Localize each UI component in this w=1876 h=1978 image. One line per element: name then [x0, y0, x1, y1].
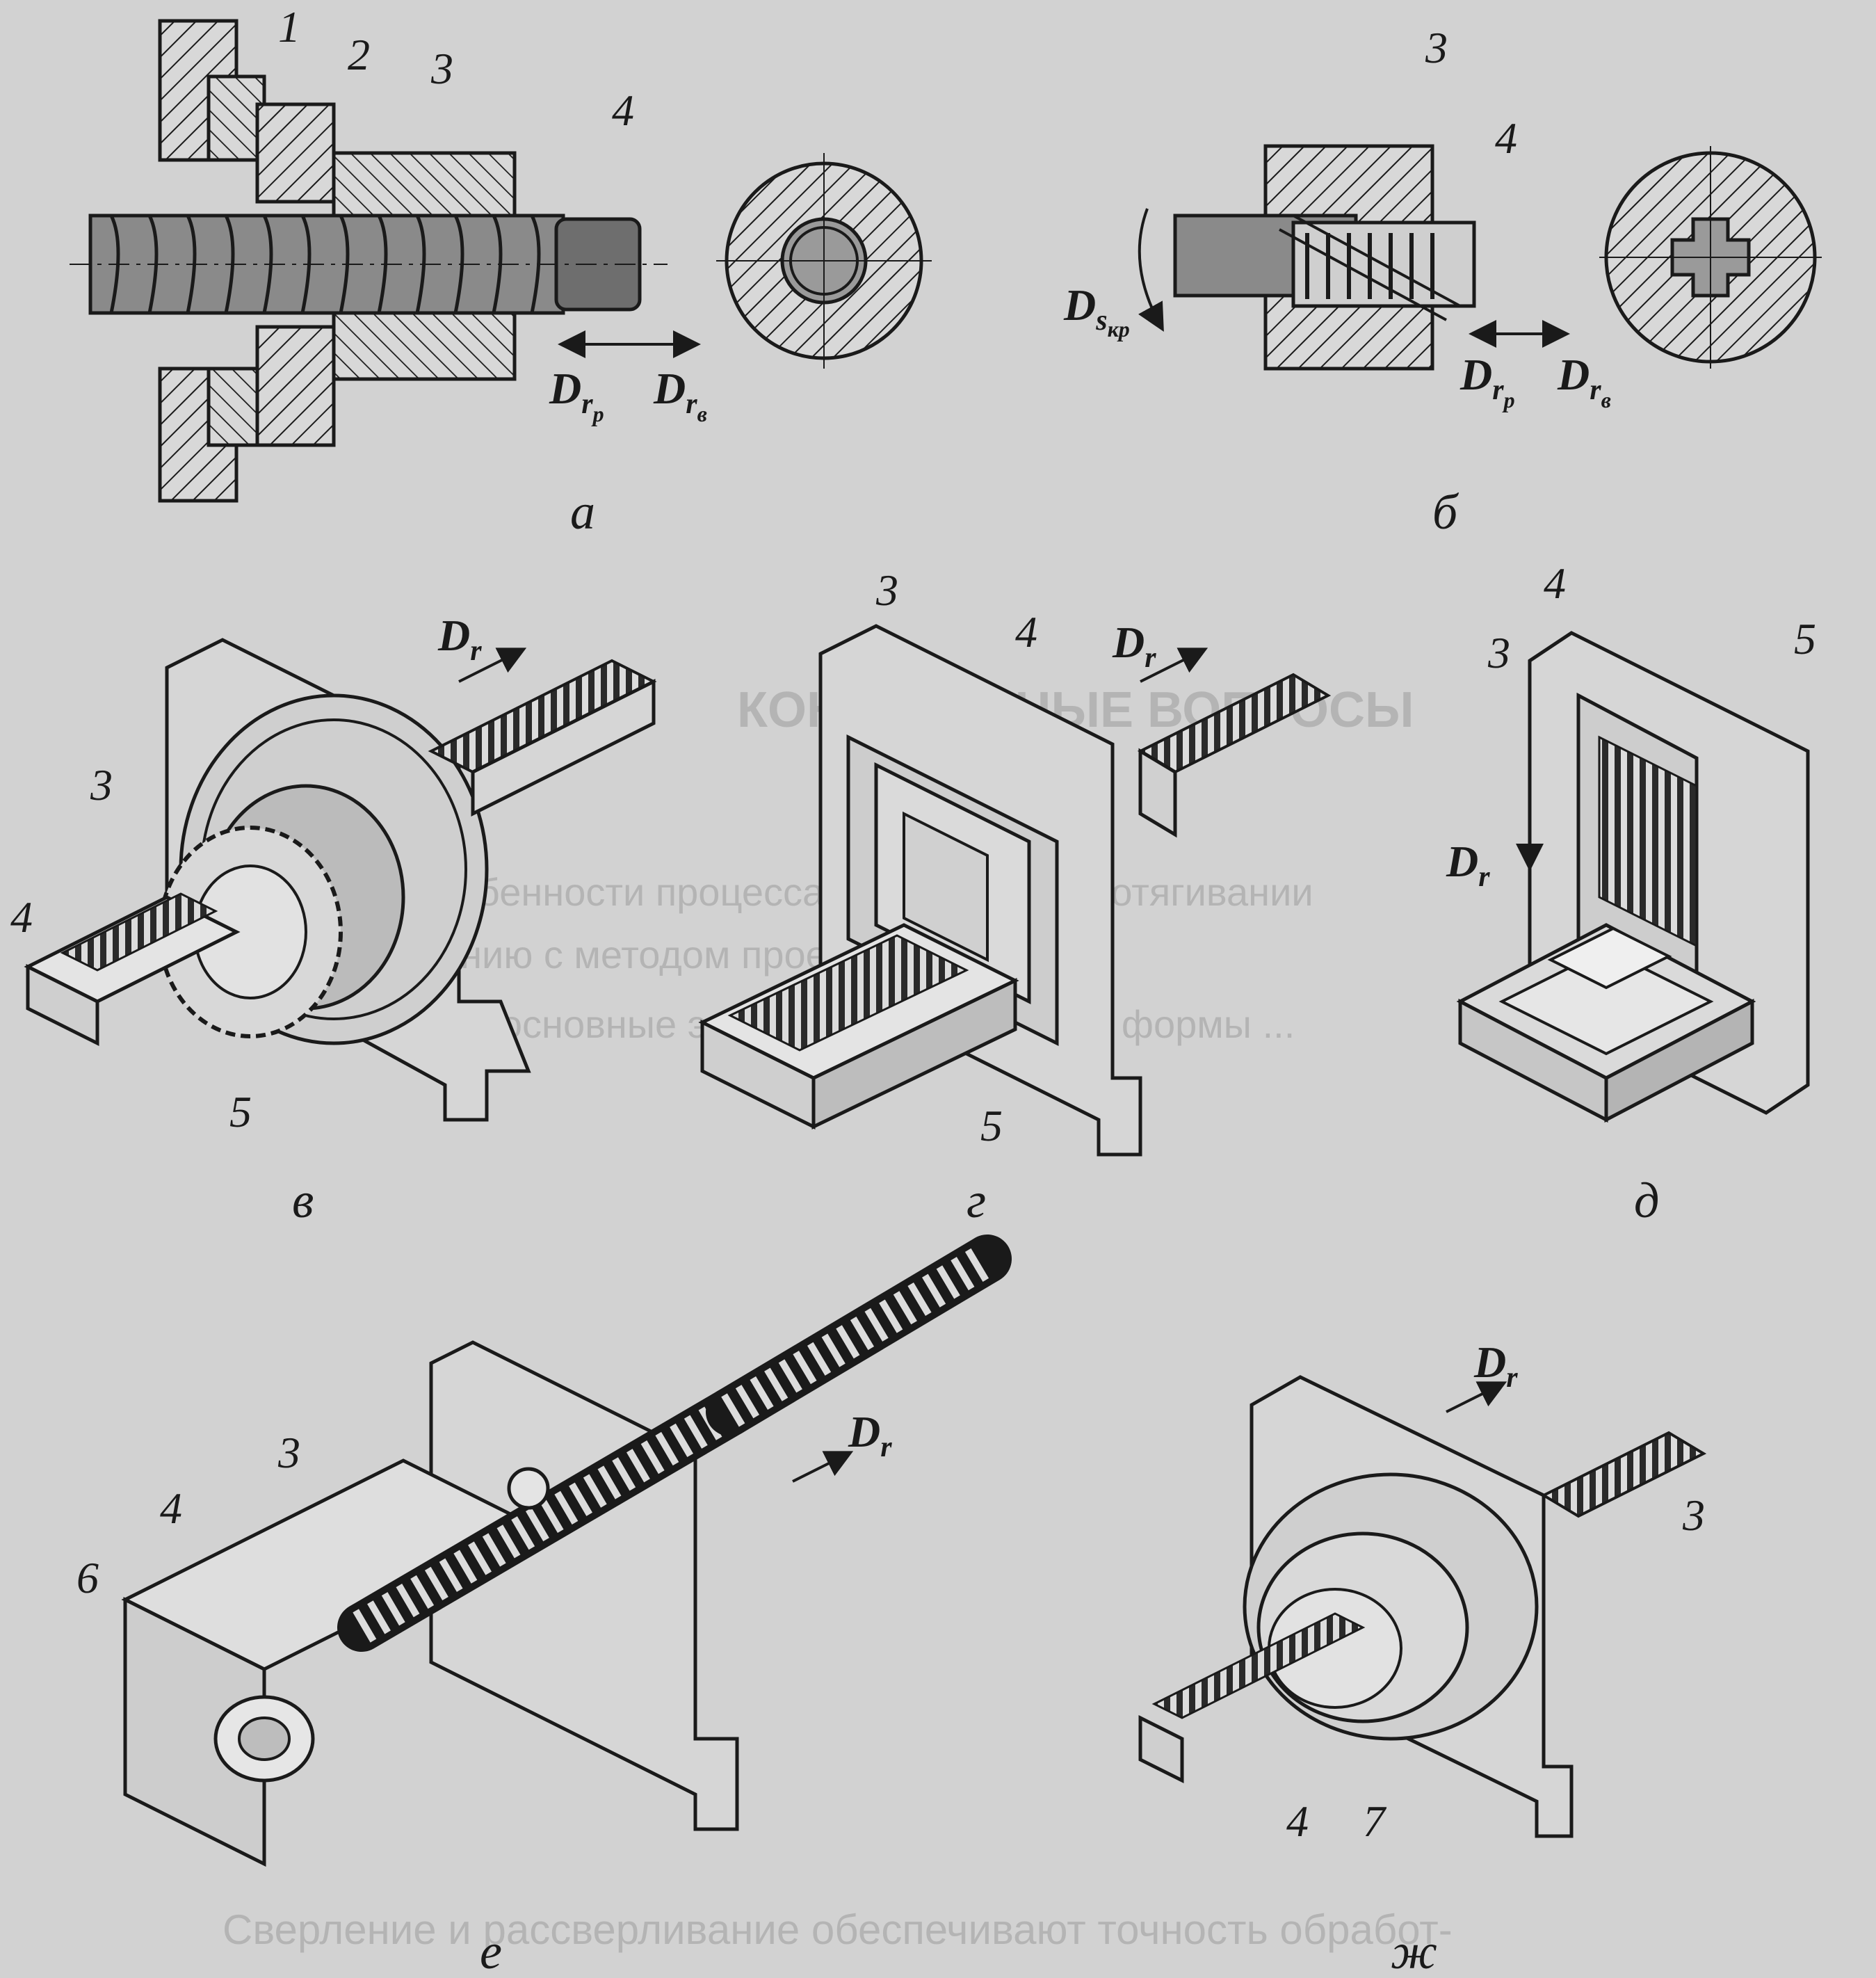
callout-1: 1 [278, 2, 300, 51]
callout-3-zh: 3 [1682, 1490, 1705, 1540]
callouts: 1 2 3 4 3 4 3 4 5 3 4 5 4 3 5 3 4 6 3 4 … [10, 2, 1816, 1846]
label-Dr-v-a: Drв [653, 364, 707, 426]
callout-3: 3 [430, 44, 453, 93]
callout-4: 4 [612, 86, 634, 135]
callout-4-v: 4 [10, 892, 33, 942]
callout-4-d: 4 [1544, 558, 1566, 608]
panel-letter-zh: ж [1391, 1924, 1437, 1978]
label-Dr-g: Dr [1112, 618, 1156, 674]
panel-letter-g: г [967, 1173, 986, 1228]
callout-7-zh: 7 [1363, 1796, 1387, 1846]
panel-b-helical-broaching [1138, 144, 1822, 371]
motion-labels: Drр Drв Dsкр Drр Drв Dr Dr Dr Dr Dr [437, 280, 1611, 1463]
label-Dr-p-b: Drр [1459, 350, 1515, 412]
panel-letter-v: в [292, 1173, 314, 1228]
callout-5-v: 5 [229, 1087, 252, 1136]
panel-letter-d: д [1634, 1173, 1659, 1228]
panel-v-gear-broaching [24, 638, 657, 1122]
label-Dr-p-a: Drр [549, 364, 604, 426]
label-Ds-kr-b: Dsкр [1063, 280, 1130, 341]
callout-5-g: 5 [980, 1101, 1003, 1150]
panel-letter-b: б [1432, 484, 1459, 540]
label-Dr-zh: Dr [1473, 1337, 1518, 1394]
panel-a-internal-broaching [70, 19, 932, 503]
panel-zh-internal-gear-broaching [1138, 1375, 1707, 1838]
label-Dr-v-b: Drв [1557, 350, 1611, 412]
callout-3-v: 3 [90, 760, 113, 810]
panel-g-surface-broaching [698, 624, 1332, 1157]
panel-letters: а б в г д е ж [292, 484, 1659, 1978]
callout-4-b: 4 [1495, 113, 1517, 163]
label-Dr-e: Dr [848, 1407, 892, 1463]
label-Dr-v: Dr [437, 611, 482, 667]
callout-4-g: 4 [1015, 607, 1037, 657]
callout-3-e: 3 [277, 1428, 300, 1477]
callout-4-zh: 4 [1286, 1796, 1309, 1846]
bleed-text-5: Сверление и рассверливание обеспечивают … [223, 1906, 1453, 1953]
panel-e-screw-broaching [121, 1235, 1012, 1867]
callout-3-g: 3 [875, 565, 898, 615]
callout-2: 2 [348, 30, 370, 79]
callout-3-d: 3 [1487, 628, 1510, 677]
label-Dr-d: Dr [1446, 837, 1490, 893]
panel-letter-e: е [480, 1924, 502, 1978]
callout-4-e: 4 [160, 1484, 182, 1533]
callout-5-d: 5 [1794, 614, 1816, 664]
panel-d-vertical-broaching [1456, 631, 1810, 1123]
callout-3-b: 3 [1425, 23, 1448, 72]
panel-letter-a: а [570, 484, 595, 540]
callout-6-e: 6 [76, 1553, 99, 1602]
